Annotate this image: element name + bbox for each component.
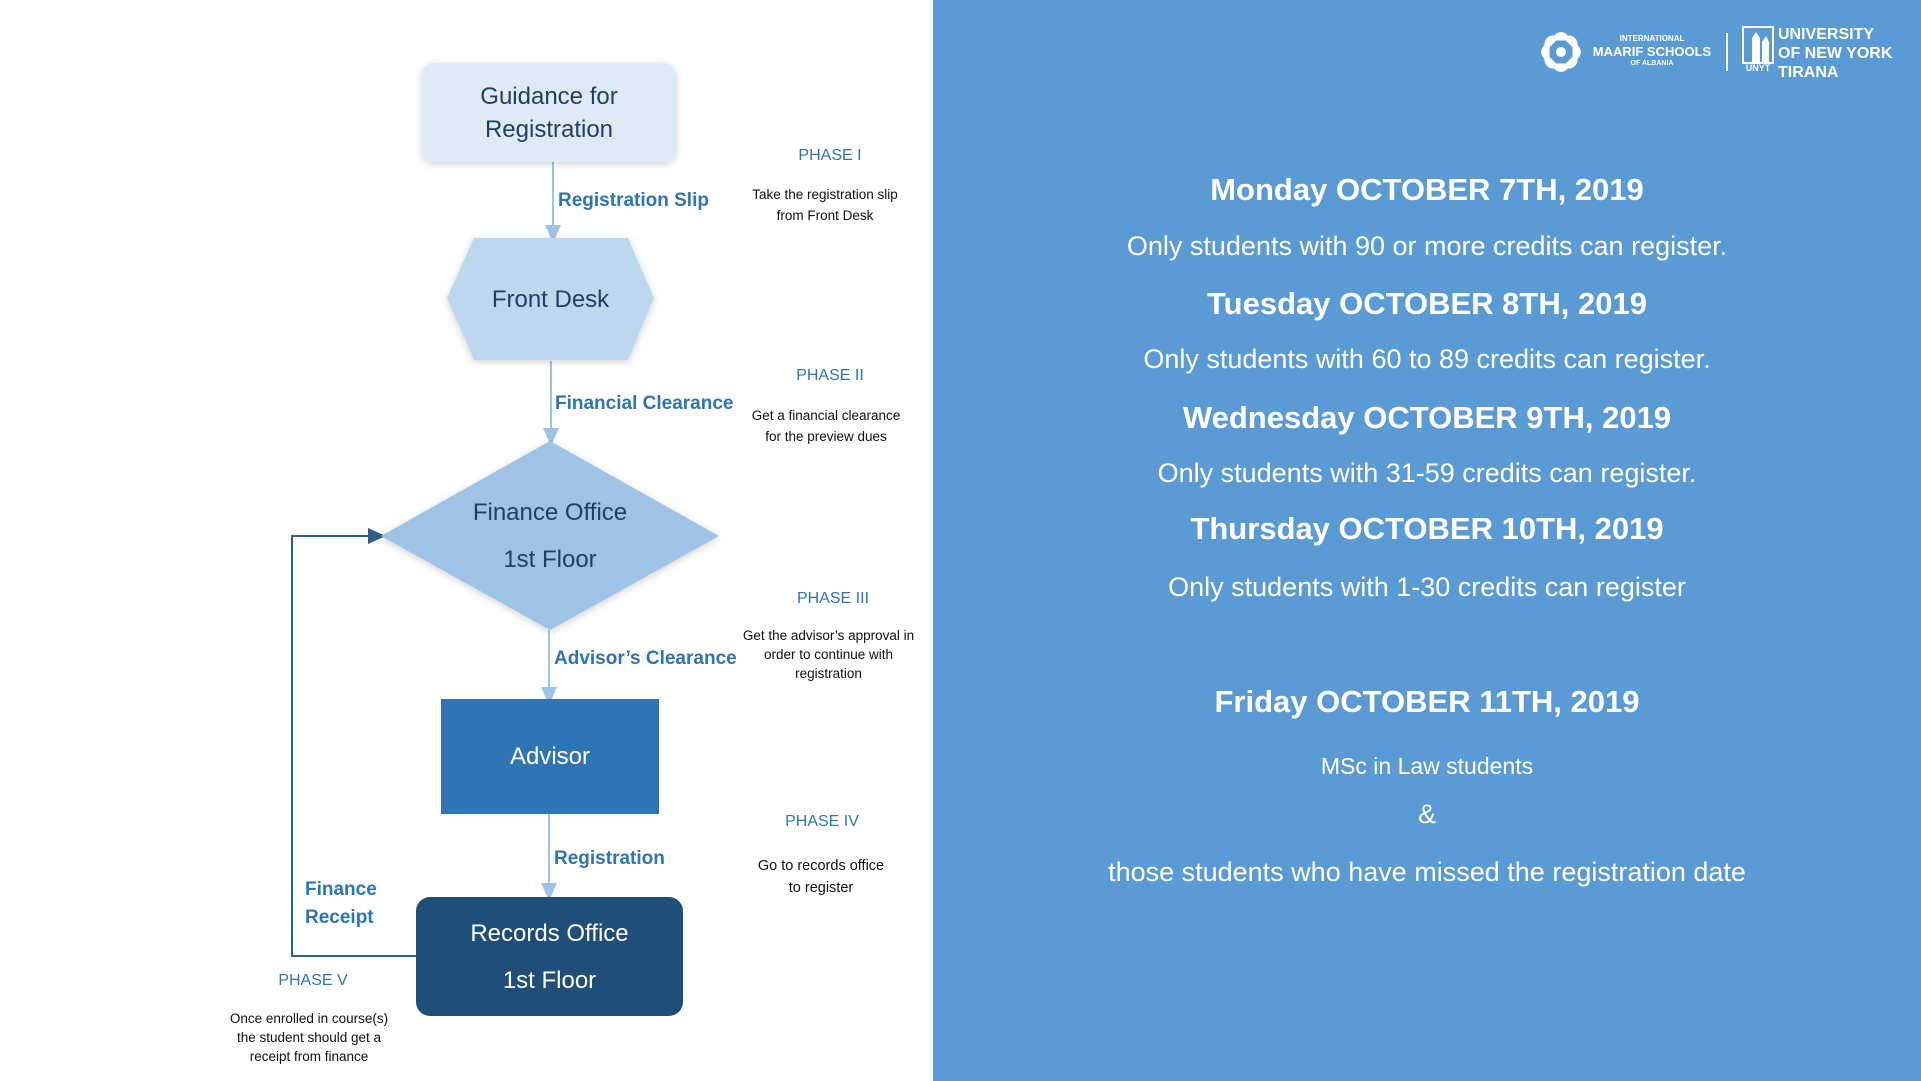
phase-4-title: PHASE IV <box>785 813 859 830</box>
day-1-title: Monday OCTOBER 7TH, 2019 <box>1210 172 1644 207</box>
node-guidance-line1: Guidance for <box>480 82 618 110</box>
day-3-desc: Only students with 31-59 credits can reg… <box>1157 458 1697 488</box>
phase-1-desc: Take the registration slip from Front De… <box>735 184 915 226</box>
node-advisor: Advisor <box>441 699 659 814</box>
phase-3-desc: Get the advisor’s approval in order to c… <box>726 626 931 683</box>
node-records-office-shape <box>416 897 683 1016</box>
node-front-desk-label: Front Desk <box>491 285 610 313</box>
edge-label-advisors-clearance: Advisor’s Clearance <box>554 648 737 669</box>
unyt-mark: UNYT <box>1745 63 1771 73</box>
node-finance-office-shape <box>381 441 719 630</box>
friday-title: Friday OCTOBER 11TH, 2019 <box>1214 684 1640 719</box>
node-records-office-line2: 1st Floor <box>502 966 597 994</box>
phase-2-desc: Get a financial clearance for the previe… <box>736 405 916 447</box>
day-4-title: Thursday OCTOBER 10TH, 2019 <box>1190 511 1664 546</box>
unyt-logo-line1: UNIVERSITY <box>1778 26 1875 43</box>
day-3-title: Wednesday OCTOBER 9TH, 2019 <box>1182 400 1672 435</box>
day-2-desc: Only students with 60 to 89 credits can … <box>1143 344 1711 374</box>
node-front-desk: Front Desk <box>447 238 654 360</box>
unyt-logo-text: UNIVERSITY OF NEW YORK TIRANA <box>1778 25 1892 82</box>
edge-label-registration-slip: Registration Slip <box>558 190 709 211</box>
unyt-tower-icon <box>1742 26 1774 64</box>
phase-3-title: PHASE III <box>796 590 870 607</box>
day-1-desc: Only students with 90 or more credits ca… <box>1126 231 1728 261</box>
friday-line1: MSc in Law students <box>1320 753 1534 779</box>
node-finance-office-line1: Finance Office <box>472 499 628 526</box>
schedule-panel: INTERNATIONAL MAARIF SCHOOLS OF ALBANIA … <box>933 0 1921 1081</box>
edge-label-financial-clearance: Financial Clearance <box>555 393 734 414</box>
maarif-logo-line2: MAARIF SCHOOLS <box>1592 44 1712 59</box>
phase-4-desc: Go to records office to register <box>731 855 911 899</box>
phase-4-desc-line2: to register <box>788 880 854 896</box>
unyt-logo-line2: OF NEW YORK <box>1778 45 1893 62</box>
phase-1-title: PHASE I <box>798 147 862 164</box>
edge-label-finance-receipt-line1: Finance <box>305 879 377 900</box>
node-guidance-shape <box>422 63 676 162</box>
edge-label-finance-receipt-line2: Receipt <box>305 907 374 928</box>
phase-3-desc-line1: Get the advisor’s approval in <box>742 628 915 643</box>
node-advisor-shape <box>441 699 659 814</box>
phase-5-desc-line2: the student should get a <box>236 1030 382 1045</box>
friday-line2: those students who have missed the regis… <box>1108 857 1746 887</box>
unyt-logo-line3: TIRANA <box>1778 64 1839 81</box>
node-finance-office: Finance Office 1st Floor <box>381 486 719 586</box>
node-guidance: Guidance for Registration <box>422 63 676 162</box>
phase-3-desc-line2: order to continue with <box>763 647 894 662</box>
phase-1-desc-line2: from Front Desk <box>776 208 874 223</box>
phase-5-desc-line3: receipt from finance <box>249 1049 369 1064</box>
day-2-title: Tuesday OCTOBER 8TH, 2019 <box>1207 286 1647 321</box>
edge-label-registration: Registration <box>554 848 665 869</box>
phase-4-desc-line1: Go to records office <box>757 858 885 874</box>
phase-3-desc-line3: registration <box>795 666 862 681</box>
phase-2-title: PHASE II <box>796 367 864 384</box>
node-guidance-line2: Registration <box>484 115 614 143</box>
node-records-office: Records Office 1st Floor <box>416 897 683 1016</box>
logo-divider <box>1726 33 1728 71</box>
node-records-office-line1: Records Office <box>470 919 629 947</box>
phase-5-title: PHASE V <box>278 972 348 989</box>
edge-label-finance-receipt: Finance Receipt <box>305 876 377 932</box>
phase-5-desc-line1: Once enrolled in course(s) <box>229 1011 389 1026</box>
phase-2-desc-line1: Get a financial clearance <box>751 408 901 423</box>
node-front-desk-shape <box>447 238 654 360</box>
phase-2-desc-line2: for the preview dues <box>765 429 887 444</box>
maarif-flower-icon <box>1541 32 1581 72</box>
arrow-records-to-finance-loop <box>291 528 416 957</box>
node-advisor-label: Advisor <box>509 743 591 770</box>
node-finance-office-line2: 1st Floor <box>503 546 597 573</box>
phase-1-desc-line1: Take the registration slip <box>752 187 898 202</box>
maarif-logo-line1: INTERNATIONAL <box>1619 34 1685 43</box>
friday-ampersand: & <box>1417 799 1436 829</box>
maarif-logo-text: INTERNATIONAL MAARIF SCHOOLS OF ALBANIA <box>1592 34 1712 68</box>
phase-5-desc: Once enrolled in course(s) the student s… <box>214 1009 404 1066</box>
day-4-desc: Only students with 1-30 credits can regi… <box>1168 572 1686 602</box>
maarif-logo-line3: OF ALBANIA <box>1630 60 1674 67</box>
